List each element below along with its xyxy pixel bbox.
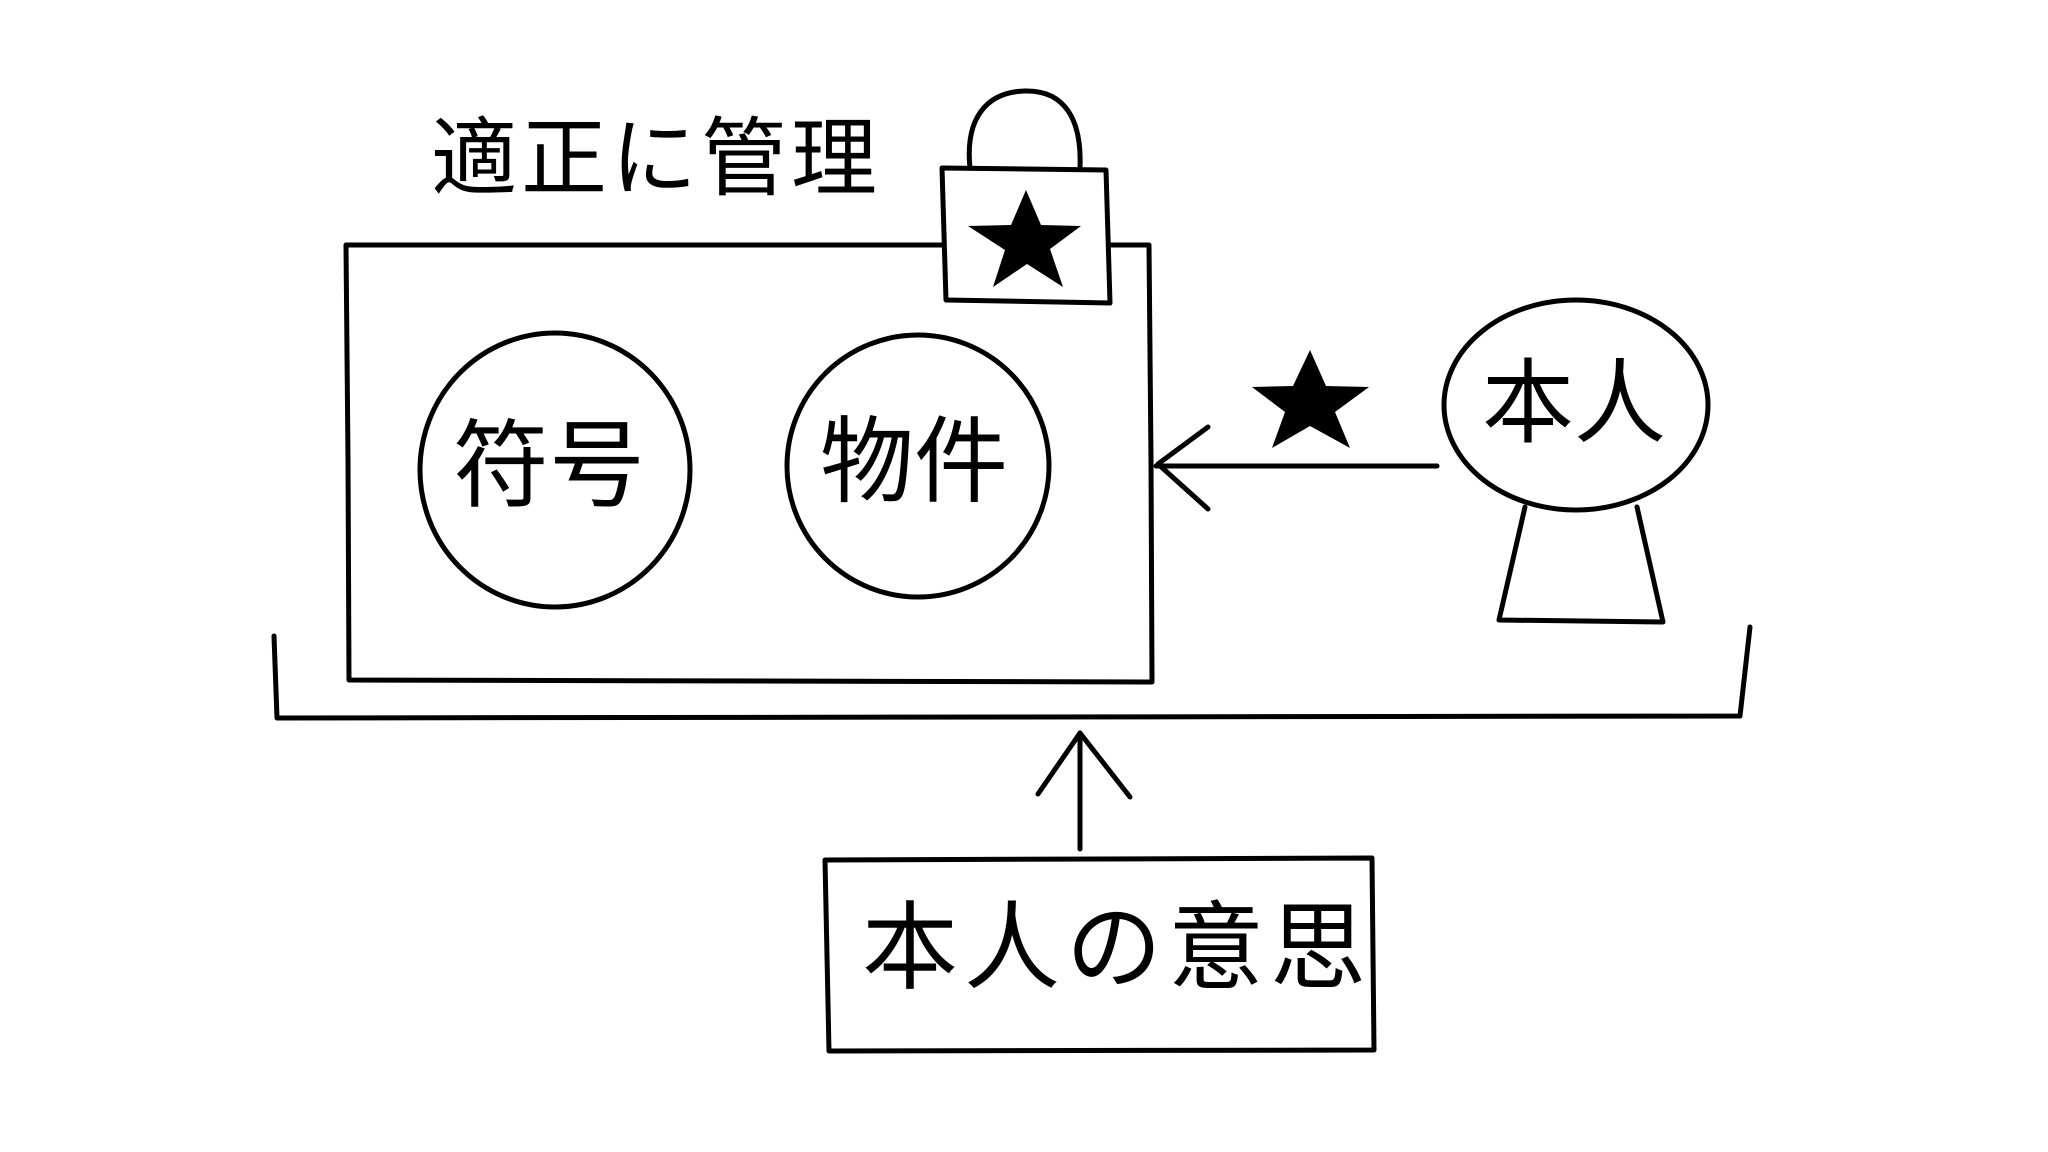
star-icon <box>968 190 1081 287</box>
circle-property-label: 物件 <box>820 408 1009 517</box>
arrow-up-icon <box>1035 730 1133 852</box>
person-label: 本人 <box>1482 350 1667 457</box>
lock-icon <box>939 88 1113 306</box>
arrow-left-icon <box>1153 424 1440 512</box>
bracket <box>271 624 1753 721</box>
managed-box <box>343 242 1155 685</box>
intent-box <box>822 855 1377 1054</box>
star-icon <box>1252 350 1369 448</box>
circle-sign-label: 符号 <box>453 410 645 522</box>
intent-label: 本人の意思 <box>862 892 1372 1004</box>
person-icon <box>1441 297 1711 625</box>
title-label: 適正に管理 <box>431 109 881 209</box>
circle-sign <box>417 330 693 610</box>
circle-property <box>784 332 1052 600</box>
